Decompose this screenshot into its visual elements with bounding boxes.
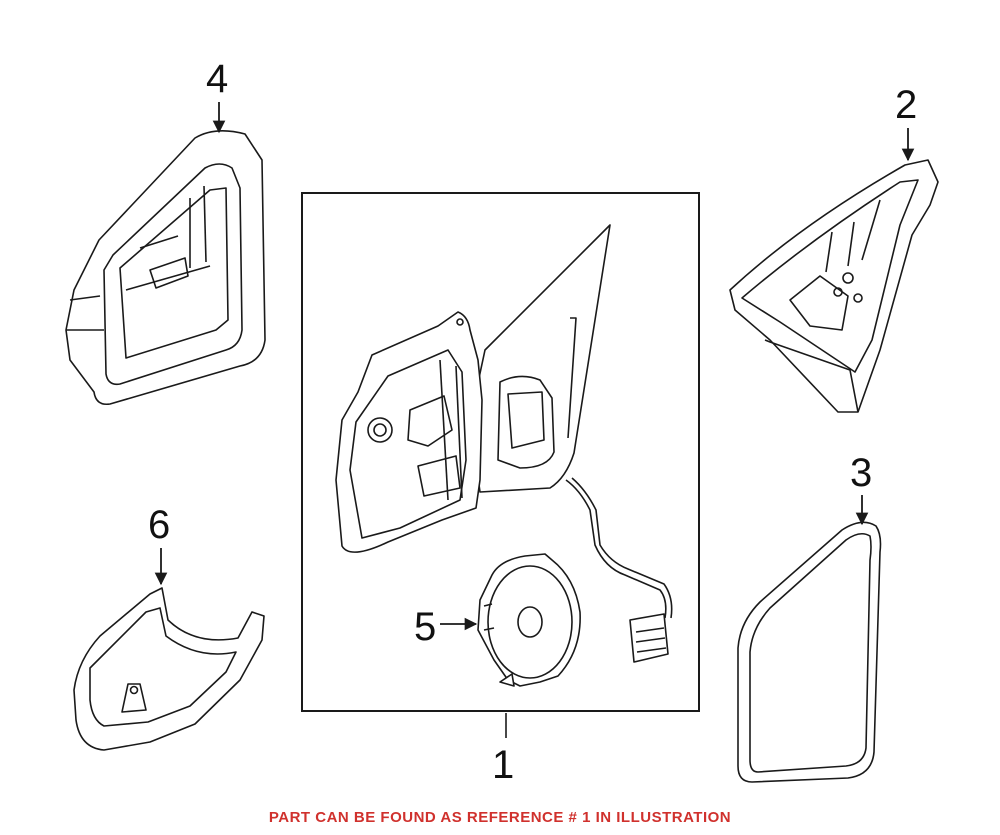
callout-5: 5 [414, 605, 478, 649]
callout-1: 1 [492, 713, 514, 787]
callout-4: 4 [206, 57, 228, 134]
callout-1-label: 1 [492, 743, 514, 787]
mirror-base-cover-drawing[interactable] [730, 160, 938, 412]
reference-note: PART CAN BE FOUND AS REFERENCE # 1 IN IL… [268, 809, 732, 826]
mirror-actuator-drawing[interactable] [478, 554, 580, 686]
assembly-box [301, 192, 700, 712]
mirror-glass-drawing[interactable] [738, 522, 881, 782]
mirror-assembly-drawing[interactable] [336, 225, 672, 662]
callout-2: 2 [895, 83, 917, 162]
callout-3: 3 [850, 451, 872, 526]
callout-4-label: 4 [206, 57, 228, 101]
lower-mirror-cover-drawing[interactable] [74, 588, 264, 750]
callout-5-label: 5 [414, 605, 436, 649]
callout-2-label: 2 [895, 83, 917, 127]
callout-3-label: 3 [850, 451, 872, 495]
mirror-housing-frame-drawing[interactable] [66, 131, 265, 404]
callout-6: 6 [148, 503, 170, 586]
callout-6-label: 6 [148, 503, 170, 547]
